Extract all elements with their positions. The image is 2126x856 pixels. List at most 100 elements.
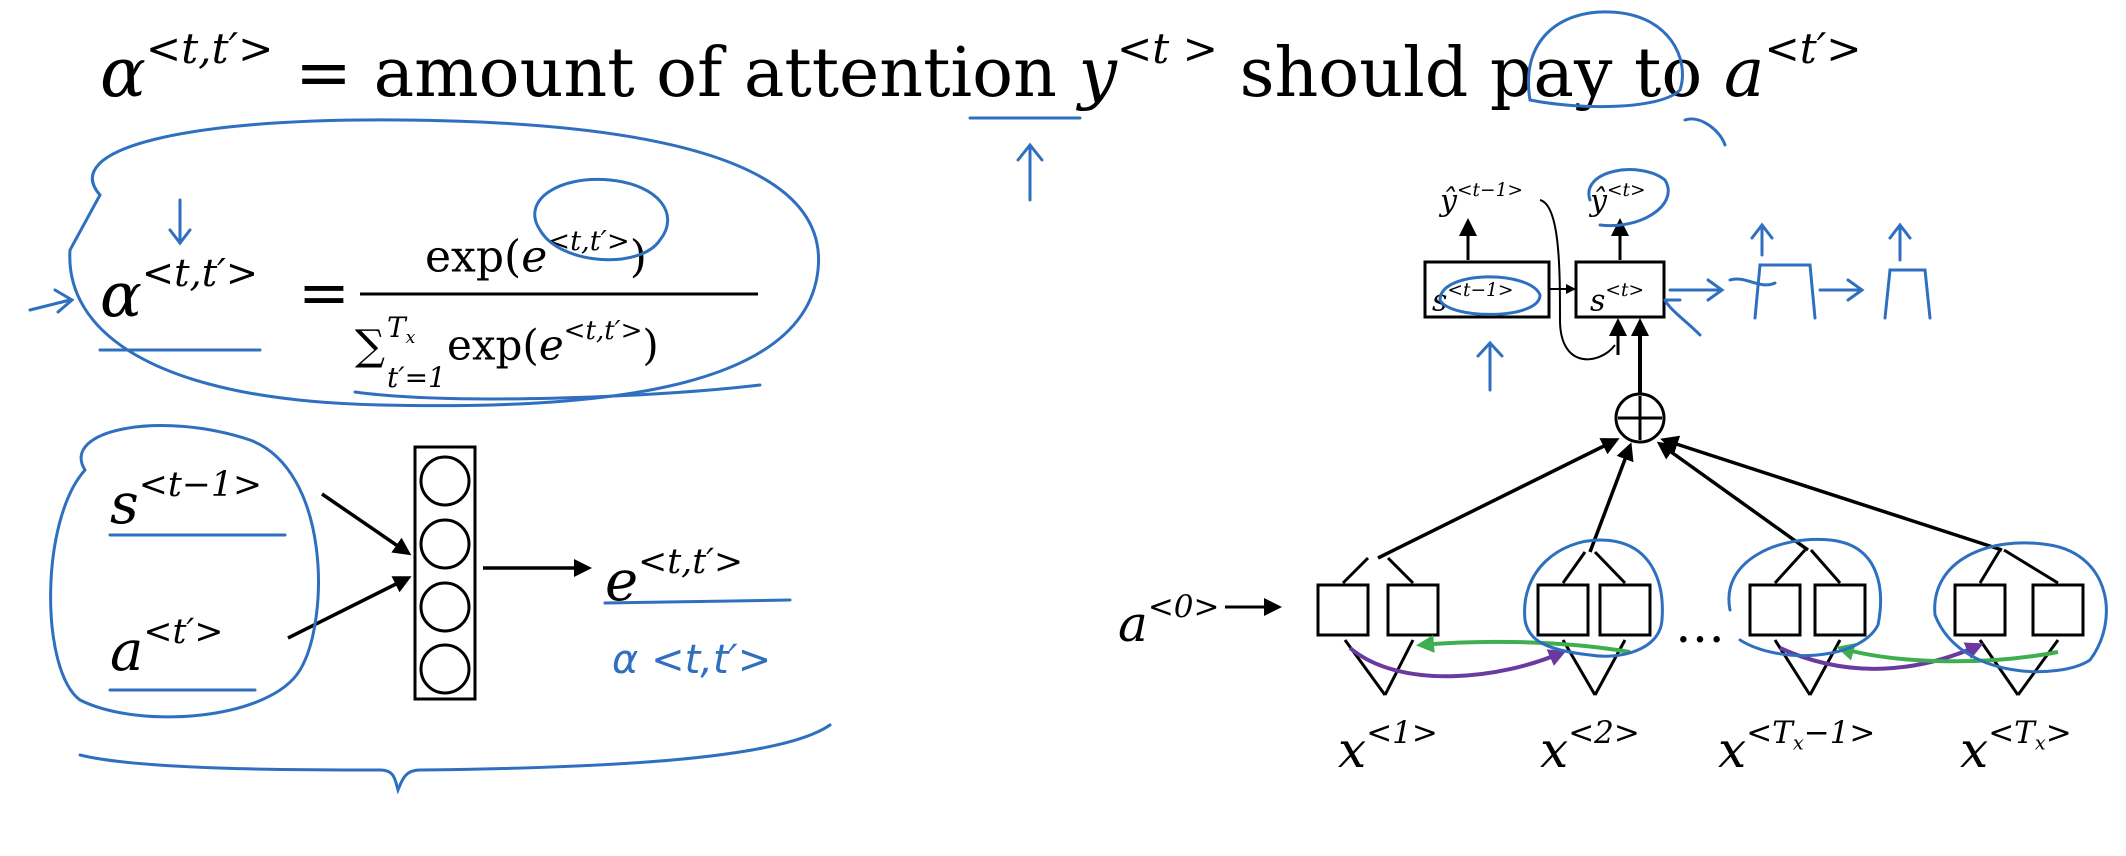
encoder-pair-1 bbox=[1316, 556, 1440, 637]
circle-a-title bbox=[1527, 10, 1684, 109]
title-y-sup: <t > bbox=[1116, 24, 1218, 73]
neuron-1 bbox=[419, 455, 471, 507]
denominator-close: ) bbox=[642, 320, 659, 370]
denominator-exp: exp( bbox=[446, 320, 539, 370]
y-hat-cur-var: ŷ bbox=[1590, 183, 1607, 219]
arrow-to-alpha bbox=[168, 198, 192, 246]
numerator-exp: exp( bbox=[425, 231, 522, 283]
green-arrow-2 bbox=[1836, 643, 2059, 664]
arrow-to-s-prev bbox=[1476, 340, 1504, 392]
softmax-alpha-sup: <t,t′> bbox=[141, 251, 259, 296]
wave-right-s bbox=[1728, 277, 1777, 287]
sum-lower: t′=1 bbox=[386, 361, 446, 395]
brace-bottom bbox=[78, 723, 832, 795]
circle-inputs bbox=[49, 424, 320, 719]
neuron-4 bbox=[419, 643, 471, 695]
x1-label: x<1> bbox=[1338, 715, 1438, 776]
x4-sup-x: x bbox=[2034, 731, 2046, 755]
x1-var: x bbox=[1338, 721, 1367, 780]
title-a-sup: <t′> bbox=[1764, 24, 1862, 73]
s-cur-box bbox=[1574, 260, 1666, 319]
title-text-2: should pay to bbox=[1239, 33, 1703, 113]
purple-arrow-1 bbox=[1348, 646, 1567, 679]
sum-upper: Tx bbox=[387, 314, 415, 347]
x2-var: x bbox=[1540, 721, 1569, 780]
arrow-under-y bbox=[1016, 142, 1044, 202]
plus-node bbox=[1614, 392, 1666, 444]
input-arrows bbox=[1343, 639, 2060, 696]
arrow-ctx4 bbox=[1660, 435, 2003, 552]
softmax-equals: = bbox=[298, 256, 350, 329]
a0-sup: <0> bbox=[1147, 589, 1220, 625]
y-hat-prev-var: ŷ bbox=[1440, 183, 1457, 219]
softmax-alpha: α bbox=[100, 257, 142, 331]
small-net-a-var: a bbox=[110, 619, 144, 685]
small-net-e-var: e bbox=[605, 549, 639, 615]
y-hat-cur: ŷ<t> bbox=[1590, 180, 1646, 219]
ellipsis: … bbox=[1675, 596, 1725, 654]
next-box-1 bbox=[1753, 263, 1817, 320]
s-cur-var: s bbox=[1590, 283, 1606, 319]
encoder-pair-3 bbox=[1748, 548, 1867, 637]
small-net-s-var: s bbox=[110, 472, 139, 538]
softmax-lhs: α<t,t′> bbox=[100, 254, 258, 326]
s-prev-sup: <t−1> bbox=[1447, 280, 1514, 301]
title-line: α<t,t′> = amount of attention y<t > shou… bbox=[100, 27, 1862, 108]
circle-encoder-3 bbox=[1727, 537, 1882, 658]
x3-sup-x: x bbox=[1792, 731, 1804, 755]
blue-annotations bbox=[28, 10, 2108, 795]
x3-label: x<Tx−1> bbox=[1718, 715, 1876, 776]
arrow-ctx1 bbox=[1377, 438, 1620, 560]
softmax-ellipse bbox=[68, 118, 821, 408]
x4-label: x<Tx> bbox=[1960, 715, 2072, 776]
circle-e-numerator bbox=[533, 177, 670, 262]
softmax-numerator: exp(e<t,t′>) bbox=[425, 228, 647, 279]
arrow-ctx2 bbox=[1588, 442, 1634, 553]
circle-encoder-2 bbox=[1523, 538, 1664, 658]
encoder-pair-2 bbox=[1536, 550, 1652, 637]
y-hat-cur-sup: <t> bbox=[1606, 180, 1646, 201]
circle-encoder-4 bbox=[1933, 541, 2108, 674]
denominator-e: e bbox=[538, 320, 564, 370]
x3-sup-end: −1> bbox=[1803, 715, 1876, 751]
arrow-ctx3 bbox=[1656, 441, 1810, 552]
x2-sup: <2> bbox=[1568, 715, 1640, 751]
small-net-a: a<t′> bbox=[110, 615, 223, 680]
small-net-s: s<t−1> bbox=[110, 468, 262, 533]
sum-upper-t: T bbox=[386, 311, 406, 345]
hook-a-title bbox=[1683, 117, 1727, 147]
arrow-into-s-cur bbox=[1663, 298, 1702, 337]
x1-sup: <1> bbox=[1366, 715, 1438, 751]
left-arrow-softmax bbox=[28, 288, 75, 314]
a0-label: a<0> bbox=[1118, 589, 1220, 650]
arrow-next-1 bbox=[1818, 278, 1865, 302]
arrow-up-next-1 bbox=[1750, 222, 1774, 257]
neuron-2 bbox=[419, 518, 471, 570]
circle-s-prev bbox=[1438, 275, 1542, 316]
s-cur-label: s<t> bbox=[1590, 280, 1645, 319]
x4-sup-t: <T bbox=[1988, 715, 2035, 751]
next-box-2 bbox=[1883, 268, 1932, 320]
sum-limits: Tx t′=1 bbox=[385, 314, 447, 392]
x4-sup-end: > bbox=[2045, 715, 2072, 751]
a0-var: a bbox=[1118, 595, 1148, 654]
numerator-e-sup: <t,t′> bbox=[547, 226, 630, 257]
title-y: y bbox=[1078, 33, 1117, 113]
green-arrow-1 bbox=[1416, 634, 1631, 654]
arrow-up-next-2 bbox=[1888, 222, 1912, 262]
handwritten-alpha-note: α <t,t′> bbox=[612, 637, 772, 683]
y-hat-prev: ŷ<t−1> bbox=[1440, 181, 1523, 219]
circle-y-cur bbox=[1587, 168, 1670, 228]
s-cur-sup: <t> bbox=[1605, 280, 1645, 301]
small-net-a-sup: <t′> bbox=[143, 612, 224, 652]
underline-denominator bbox=[353, 383, 762, 401]
small-net-s-sup: <t−1> bbox=[138, 465, 263, 505]
x3-var: x bbox=[1718, 721, 1747, 780]
arrow-right-s bbox=[1668, 278, 1725, 302]
hidden-layer-box bbox=[413, 445, 477, 701]
neuron-3 bbox=[419, 581, 471, 633]
sum-upper-x: x bbox=[405, 328, 416, 349]
